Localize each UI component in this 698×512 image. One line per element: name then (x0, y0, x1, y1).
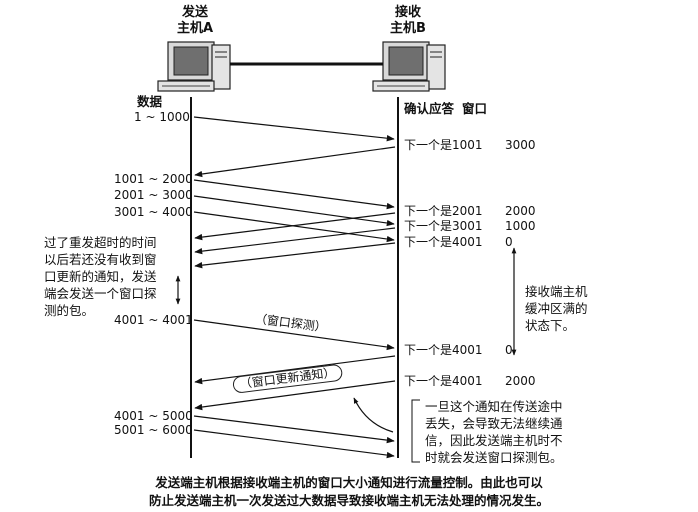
buffer-full-note-line: 缓冲区满的 (525, 301, 588, 316)
window-value: 1000 (505, 219, 536, 233)
sender-seq-label: 4001 ~ 5000 (114, 409, 193, 423)
timeout-note: 过了重发超时的时间 以后若还没有收到窗 口更新的通知，发送 端会发送一个窗口探 … (44, 234, 184, 319)
ack-label: 下一个是4001 (404, 374, 483, 388)
host-b-title-line1: 接收 (394, 5, 421, 20)
window-value: 0 (505, 235, 513, 249)
timeout-note-line: 端会发送一个窗口探 (44, 286, 157, 301)
ack-arrow (194, 227, 396, 255)
host-a-title-line2: 主机A (176, 21, 214, 36)
host-a-title: 发送 主机A (169, 5, 221, 37)
sender-seq-label: 1001 ~ 2000 (114, 172, 193, 186)
window-column-header: 窗口 (462, 101, 488, 116)
lost-update-note: 一旦这个通知在传送途中 丢失，会导致无法继续通 信，因此发送端主机时不 时就会发… (425, 398, 595, 466)
lost-update-note-line: 丢失，会导致无法继续通 (425, 416, 563, 431)
ack-arrow (194, 146, 396, 178)
timeout-note-line: 过了重发超时的时间 (44, 235, 157, 250)
buffer-full-note-line: 状态下。 (525, 318, 576, 333)
ack-label: 下一个是1001 (404, 138, 483, 152)
window-value: 2000 (505, 374, 536, 388)
ack-label: 下一个是4001 (404, 343, 483, 357)
window-probe-arrow (193, 319, 395, 351)
window-value: 0 (505, 343, 513, 357)
buffer-full-note-line: 接收端主机 (525, 284, 588, 299)
segment-arrow (193, 179, 395, 210)
window-value: 2000 (505, 204, 536, 218)
segment-arrow (193, 429, 395, 459)
segment-arrow (193, 415, 395, 444)
lost-update-note-line: 时就会发送窗口探测包。 (425, 450, 563, 465)
window-update-arrow (194, 380, 396, 411)
sender-seq-label: 1 ~ 1000 (134, 110, 190, 124)
timeout-note-line: 测的包。 (44, 303, 95, 318)
sender-seq-label: 5001 ~ 6000 (114, 423, 193, 437)
window-value: 3000 (505, 138, 536, 152)
host-a-computer-icon (157, 41, 231, 92)
lost-update-note-line: 一旦这个通知在传送途中 (425, 399, 563, 414)
buffer-full-note: 接收端主机 缓冲区满的 状态下。 (525, 283, 605, 334)
ack-label: 下一个是3001 (404, 219, 483, 233)
figure-caption: 发送端主机根据接收端主机的窗口大小通知进行流量控制。由此也可以 防止发送端主机一… (0, 474, 698, 510)
caption-line: 发送端主机根据接收端主机的窗口大小通知进行流量控制。由此也可以 (155, 475, 543, 490)
ack-label: 下一个是4001 (404, 235, 483, 249)
data-column-header: 数据 (137, 94, 163, 109)
segment-arrow (193, 195, 395, 227)
sender-seq-label: 4001 ~ 4001 (114, 313, 193, 327)
timeout-note-line: 口更新的通知，发送 (44, 269, 157, 284)
segment-arrow (193, 116, 395, 142)
ack-arrow (194, 212, 396, 241)
lower-note-bracket (411, 399, 420, 463)
ack-arrow (194, 242, 396, 269)
host-b-computer-icon (372, 41, 446, 92)
ack-column-header: 确认应答 (404, 101, 455, 116)
sender-seq-label: 2001 ~ 3000 (114, 188, 193, 202)
lost-update-note-line: 信，因此发送端主机时不 (425, 433, 563, 448)
ack-label: 下一个是2001 (404, 204, 483, 218)
sender-seq-label: 3001 ~ 4000 (114, 205, 193, 219)
host-a-title-line1: 发送 (181, 5, 208, 20)
loss-callout-arrow (353, 397, 394, 433)
host-b-title-line2: 主机B (390, 21, 426, 36)
caption-line: 防止发送端主机一次发送过大数据导致接收端主机无法处理的情况发生。 (148, 493, 549, 508)
timeout-note-line: 以后若还没有收到窗 (44, 252, 157, 267)
host-b-title: 接收 主机B (382, 5, 434, 37)
